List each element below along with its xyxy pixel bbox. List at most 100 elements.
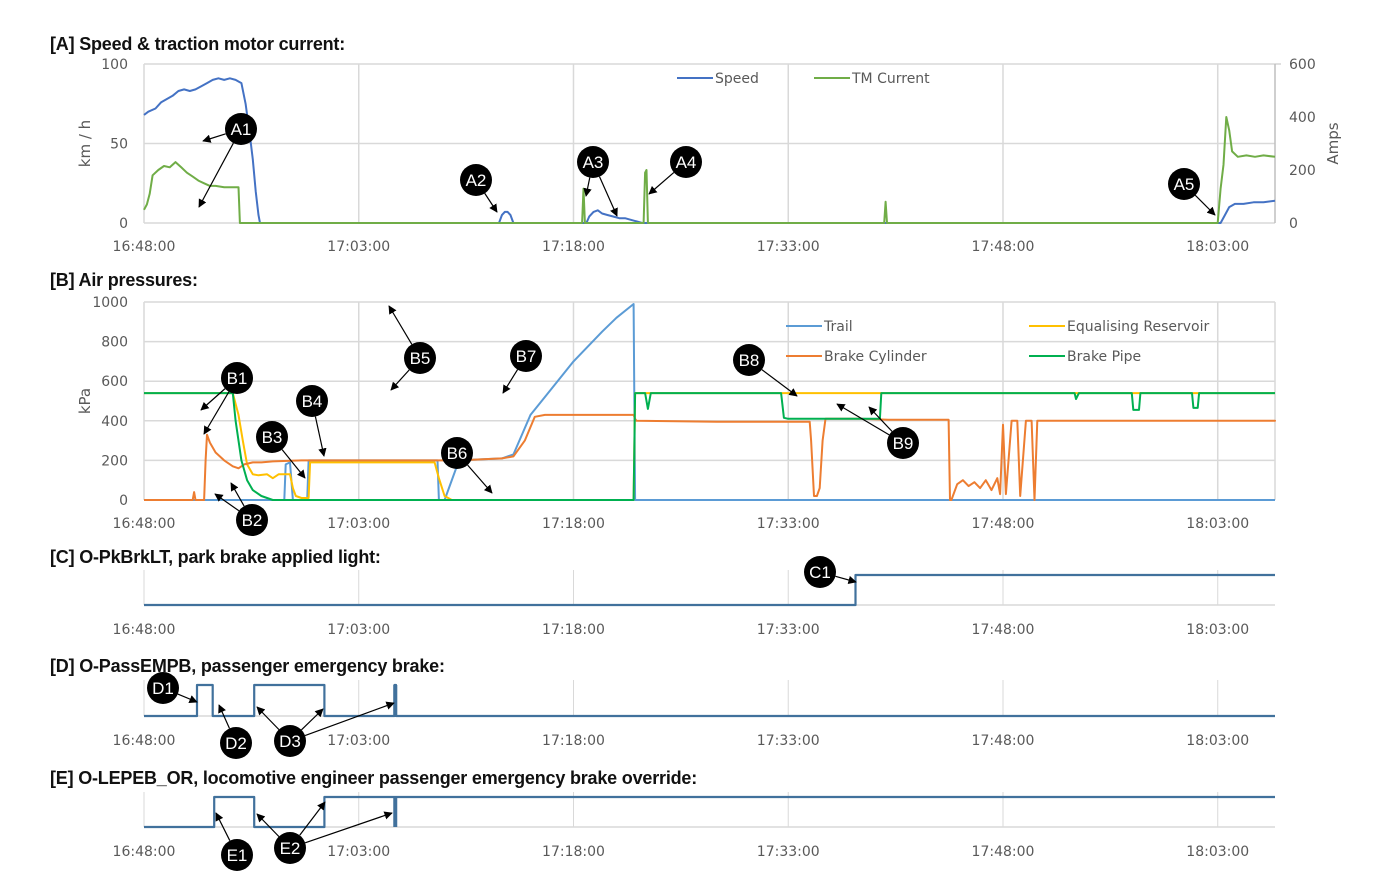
callout-arrow-d2 xyxy=(218,704,231,729)
x-tick-label: 17:48:00 xyxy=(972,844,1035,860)
callout-a5 xyxy=(1168,168,1200,200)
x-tick-label: 18:03:00 xyxy=(1186,622,1249,638)
callout-arrow-b9 xyxy=(868,406,893,432)
callout-e2 xyxy=(274,832,306,864)
callout-label-b9: B9 xyxy=(893,434,914,453)
callout-b6 xyxy=(441,437,473,469)
callout-label-b2: B2 xyxy=(242,511,263,530)
series-line-o-lepeb-or xyxy=(144,795,1275,829)
callout-label-c1: C1 xyxy=(809,563,831,582)
x-tick-label: 17:48:00 xyxy=(972,239,1035,255)
callout-arrow-a4 xyxy=(648,172,675,195)
callout-arrow-b1 xyxy=(203,391,230,435)
callout-a1 xyxy=(225,113,257,145)
callout-arrow-a2 xyxy=(484,193,498,213)
callout-a3 xyxy=(577,146,609,178)
callout-arrow-b4 xyxy=(314,416,327,457)
legend-tm-current: TM Current xyxy=(851,71,930,87)
x-tick-label: 17:33:00 xyxy=(757,844,820,860)
callout-arrow-a3 xyxy=(598,176,618,217)
x-tick-label: 16:48:00 xyxy=(113,516,176,532)
callout-arrow-d3 xyxy=(304,701,395,737)
y-tick-label: 50 xyxy=(110,137,128,153)
legend-brake-pipe: Brake Pipe xyxy=(1067,349,1141,365)
y-axis-title: kPa xyxy=(76,388,94,414)
callout-label-d2: D2 xyxy=(225,734,247,753)
section-title-e: [E] O-LEPEB_OR, locomotive engineer pass… xyxy=(50,768,698,788)
callout-d1 xyxy=(147,672,179,704)
section-title-d: [D] O-PassEMPB, passenger emergency brak… xyxy=(50,656,445,676)
y-tick-label: 100 xyxy=(101,57,128,73)
series-line-o-pkbrklt xyxy=(144,573,1275,607)
callout-label-a5: A5 xyxy=(1174,175,1195,194)
x-tick-label: 16:48:00 xyxy=(113,622,176,638)
x-tick-label: 17:48:00 xyxy=(972,622,1035,638)
y-tick-label: 0 xyxy=(119,493,128,509)
y2-tick-label: 600 xyxy=(1289,57,1316,73)
callout-arrow-a1 xyxy=(198,142,234,208)
x-tick-label: 16:48:00 xyxy=(113,733,176,749)
callout-arrow-b1 xyxy=(200,388,226,411)
x-tick-label: 17:48:00 xyxy=(972,516,1035,532)
y-tick-label: 600 xyxy=(101,374,128,390)
x-tick-label: 17:18:00 xyxy=(542,844,605,860)
callout-c1 xyxy=(804,556,836,588)
section-title-a: [A] Speed & traction motor current: xyxy=(50,34,346,54)
x-tick-label: 16:48:00 xyxy=(113,844,176,860)
callout-arrow-e2 xyxy=(304,811,393,844)
legend-equalising-reservoir: Equalising Reservoir xyxy=(1067,319,1209,335)
callout-arrow-b5 xyxy=(388,305,413,345)
callout-b1 xyxy=(221,362,253,394)
callout-e1 xyxy=(221,839,253,871)
x-tick-label: 17:33:00 xyxy=(757,622,820,638)
section-title-c: [C] O-PkBrkLT, park brake applied light: xyxy=(50,547,381,567)
y2-tick-label: 400 xyxy=(1289,110,1316,126)
callout-arrow-b8 xyxy=(761,369,798,397)
x-tick-label: 17:18:00 xyxy=(542,733,605,749)
x-tick-label: 17:18:00 xyxy=(542,239,605,255)
callout-label-b4: B4 xyxy=(302,392,323,411)
callout-arrow-e2 xyxy=(256,813,280,837)
x-tick-label: 17:33:00 xyxy=(757,733,820,749)
series-line-brake-pipe xyxy=(144,392,1275,501)
callout-b4 xyxy=(296,385,328,417)
x-tick-label: 17:03:00 xyxy=(327,622,390,638)
callout-b8 xyxy=(733,344,765,376)
callout-arrow-b3 xyxy=(281,449,306,479)
callout-arrow-a1 xyxy=(202,133,226,143)
callout-a2 xyxy=(460,164,492,196)
x-tick-label: 17:03:00 xyxy=(327,516,390,532)
callout-arrow-b2 xyxy=(214,493,240,512)
callout-arrow-b7 xyxy=(502,369,519,394)
callout-d2 xyxy=(220,727,252,759)
callout-arrow-b9 xyxy=(836,403,890,436)
y-axis-title: km / h xyxy=(76,120,94,167)
callout-a4 xyxy=(670,146,702,178)
callout-arrow-d3 xyxy=(256,706,280,730)
y2-tick-label: 200 xyxy=(1289,163,1316,179)
callout-arrow-e2 xyxy=(299,801,326,836)
series-line-o-passempb xyxy=(144,683,1275,718)
y-tick-label: 800 xyxy=(101,335,128,351)
y-tick-label: 0 xyxy=(119,216,128,232)
x-tick-label: 17:48:00 xyxy=(972,733,1035,749)
series-spike-mark xyxy=(393,797,398,827)
callout-arrow-d1 xyxy=(177,693,198,704)
x-tick-label: 17:33:00 xyxy=(757,516,820,532)
callout-label-a4: A4 xyxy=(676,153,697,172)
x-tick-label: 16:48:00 xyxy=(113,239,176,255)
x-tick-label: 17:33:00 xyxy=(757,239,820,255)
callout-label-b1: B1 xyxy=(227,369,248,388)
callout-label-b3: B3 xyxy=(262,428,283,447)
callout-label-e2: E2 xyxy=(280,839,301,858)
callout-d3 xyxy=(274,725,306,757)
series-line-brake-cylinder xyxy=(144,413,1276,501)
legend-speed: Speed xyxy=(715,71,759,87)
series-line-speed xyxy=(143,77,1276,224)
callout-arrow-d3 xyxy=(301,708,324,731)
series-line-tm-current xyxy=(143,116,1276,224)
callout-arrow-b2 xyxy=(230,482,245,507)
series-spike-mark xyxy=(393,685,398,716)
x-tick-label: 18:03:00 xyxy=(1186,844,1249,860)
